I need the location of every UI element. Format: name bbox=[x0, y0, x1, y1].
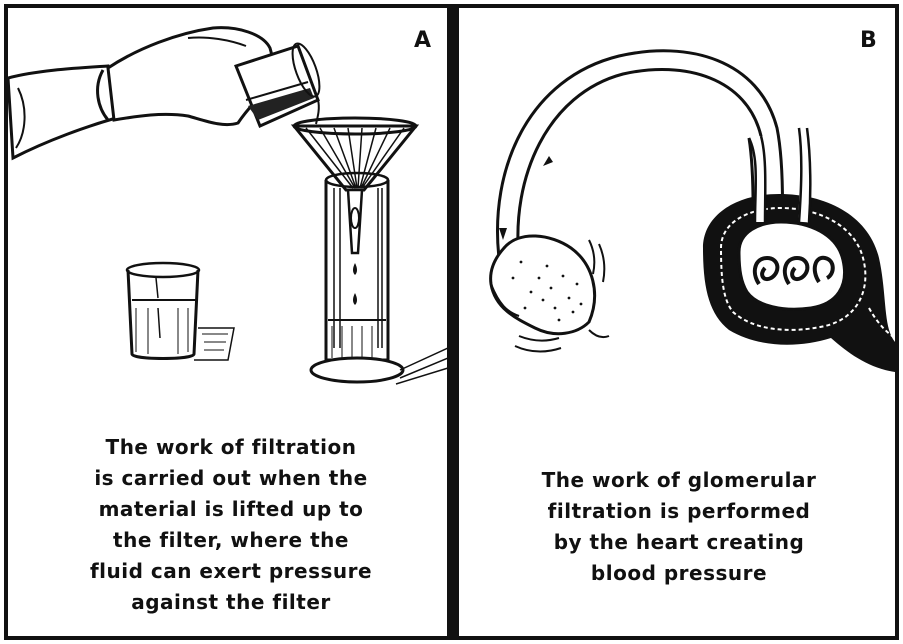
caption-a-line: against the filter bbox=[26, 587, 436, 618]
caption-b-line: filtration is performed bbox=[479, 496, 879, 527]
caption-a-line: The work of filtration bbox=[26, 432, 436, 463]
caption-a-line: fluid can exert pressure bbox=[26, 556, 436, 587]
drop-2 bbox=[353, 293, 357, 305]
caption-a-line: the filter, where the bbox=[26, 525, 436, 556]
caption-a-line: is carried out when the bbox=[26, 463, 436, 494]
caption-b-line: blood pressure bbox=[479, 558, 879, 589]
funnel-filter bbox=[294, 118, 416, 253]
standing-beaker bbox=[127, 263, 234, 360]
flow-arrow bbox=[499, 228, 507, 240]
caption-a-line: material is lifted up to bbox=[26, 494, 436, 525]
caption-b-line: by the heart creating bbox=[479, 527, 879, 558]
caption-b: The work of glomerular filtration is per… bbox=[479, 465, 879, 589]
panel-b: B bbox=[455, 4, 899, 640]
drop-1 bbox=[353, 263, 357, 275]
flow-arrow bbox=[543, 156, 553, 166]
receiving-cylinder bbox=[311, 173, 447, 384]
caption-a: The work of filtration is carried out wh… bbox=[26, 432, 436, 618]
panel-a: A bbox=[4, 4, 451, 640]
glomerulus bbox=[703, 128, 895, 372]
caption-b-line: The work of glomerular bbox=[479, 465, 879, 496]
heart bbox=[491, 236, 595, 334]
